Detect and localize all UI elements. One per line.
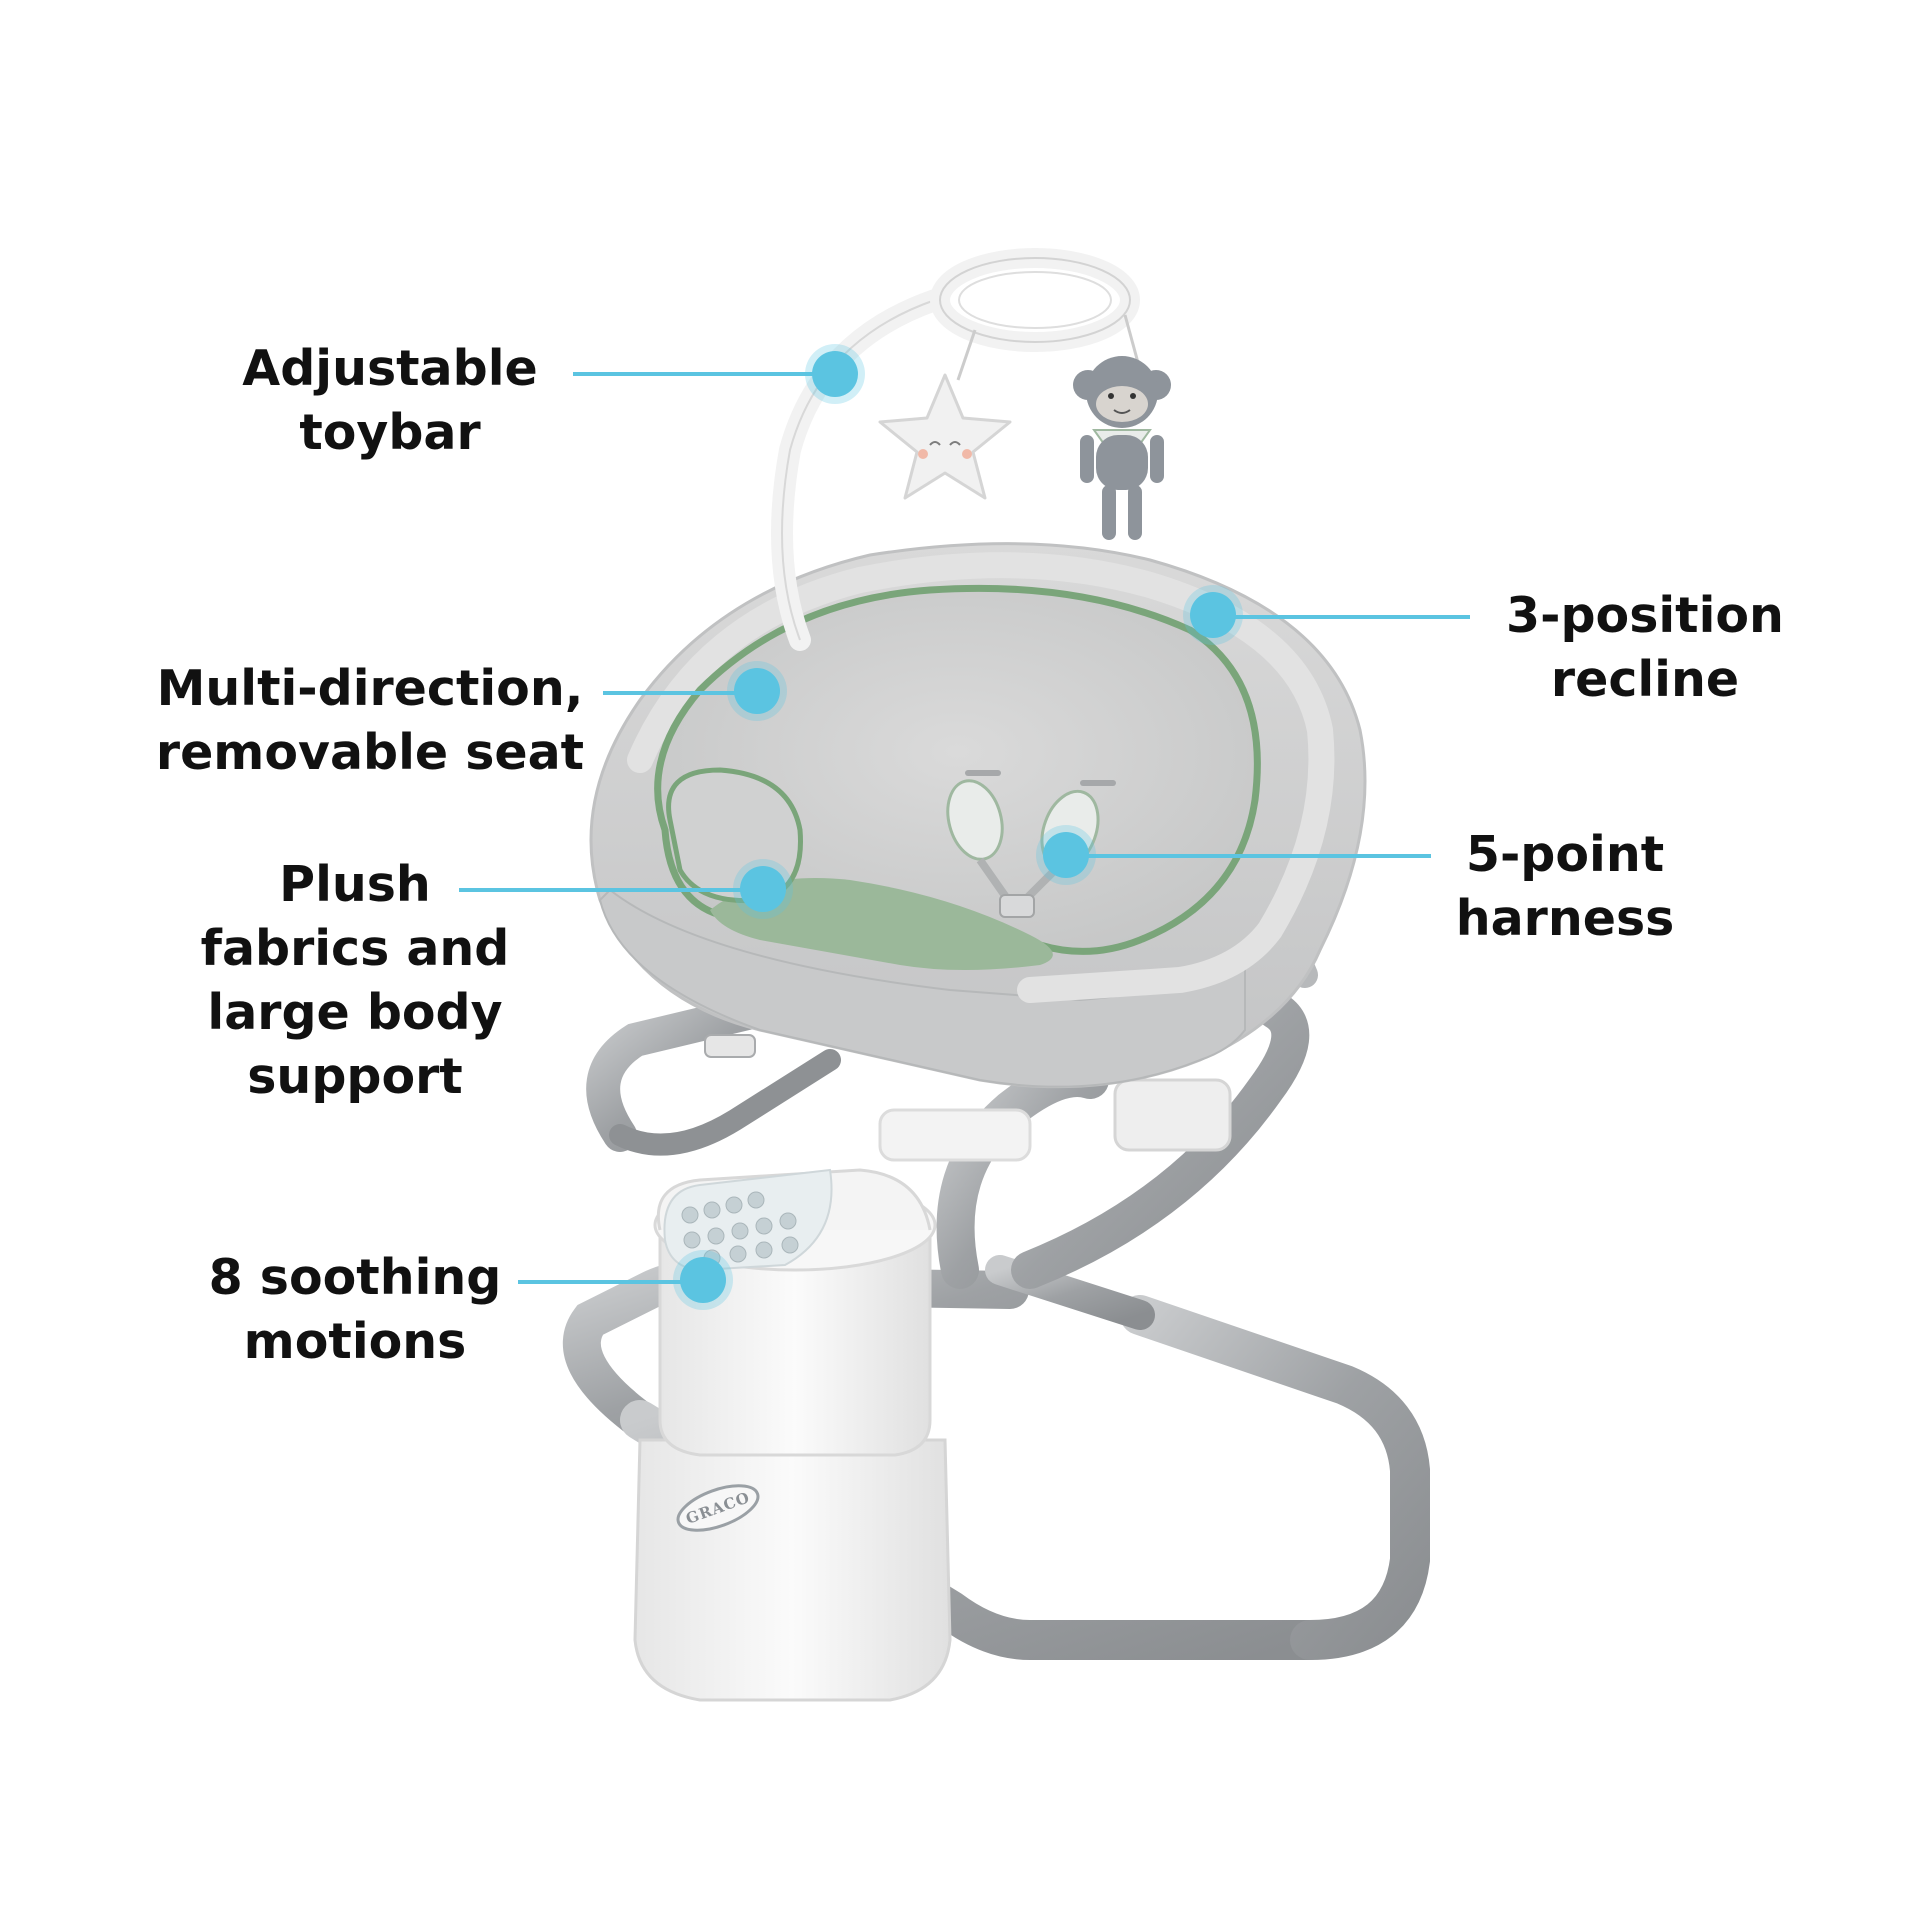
callout-dot-icon (1043, 832, 1089, 878)
leader-line-harness (1066, 854, 1431, 858)
callout-line: fabrics and (200, 920, 510, 977)
callout-dot-icon (680, 1257, 726, 1303)
monkey-toy-icon (1073, 356, 1171, 540)
callout-line: 8 soothing (208, 1249, 502, 1306)
callout-line: 5-point (1465, 826, 1665, 883)
leader-line-recline (1215, 615, 1470, 619)
callout-recline: 3-position recline (1485, 584, 1805, 712)
control-keypad-icon (663, 1168, 833, 1272)
callout-line: Adjustable (242, 340, 538, 397)
motor-base: GRACO (633, 1168, 952, 1702)
callout-line: toybar (299, 404, 481, 461)
toybar (771, 248, 1142, 651)
seat (589, 542, 1367, 1089)
star-toy-icon (878, 373, 1012, 500)
callout-line: 3-position (1506, 587, 1784, 644)
leader-line-seat (603, 691, 763, 695)
callout-line: motions (243, 1313, 467, 1370)
callout-line: harness (1455, 890, 1675, 947)
callout-dot-icon (1190, 592, 1236, 638)
callout-line: Plush (279, 856, 431, 913)
callout-dot-icon (734, 668, 780, 714)
support-arms (586, 932, 1318, 1289)
callout-soothing-motions: 8 soothing motions (190, 1246, 520, 1374)
leader-line-motions (518, 1280, 704, 1284)
callout-plush-fabrics: Plush fabrics and large body support (175, 853, 535, 1109)
leader-line-fabrics (459, 888, 764, 892)
callout-line: support (247, 1048, 463, 1105)
callout-removable-seat: Multi-direction, removable seat (150, 657, 590, 785)
callout-line: removable seat (155, 724, 585, 781)
callout-line: large body (207, 984, 503, 1041)
leader-line-toybar (573, 372, 838, 376)
callout-dot-icon (812, 351, 858, 397)
callout-adjustable-toybar: Adjustable toybar (230, 337, 550, 465)
callout-line: Multi-direction, (156, 660, 584, 717)
callout-harness: 5-point harness (1430, 823, 1700, 951)
callout-dot-icon (740, 866, 786, 912)
callout-line: recline (1550, 651, 1740, 708)
